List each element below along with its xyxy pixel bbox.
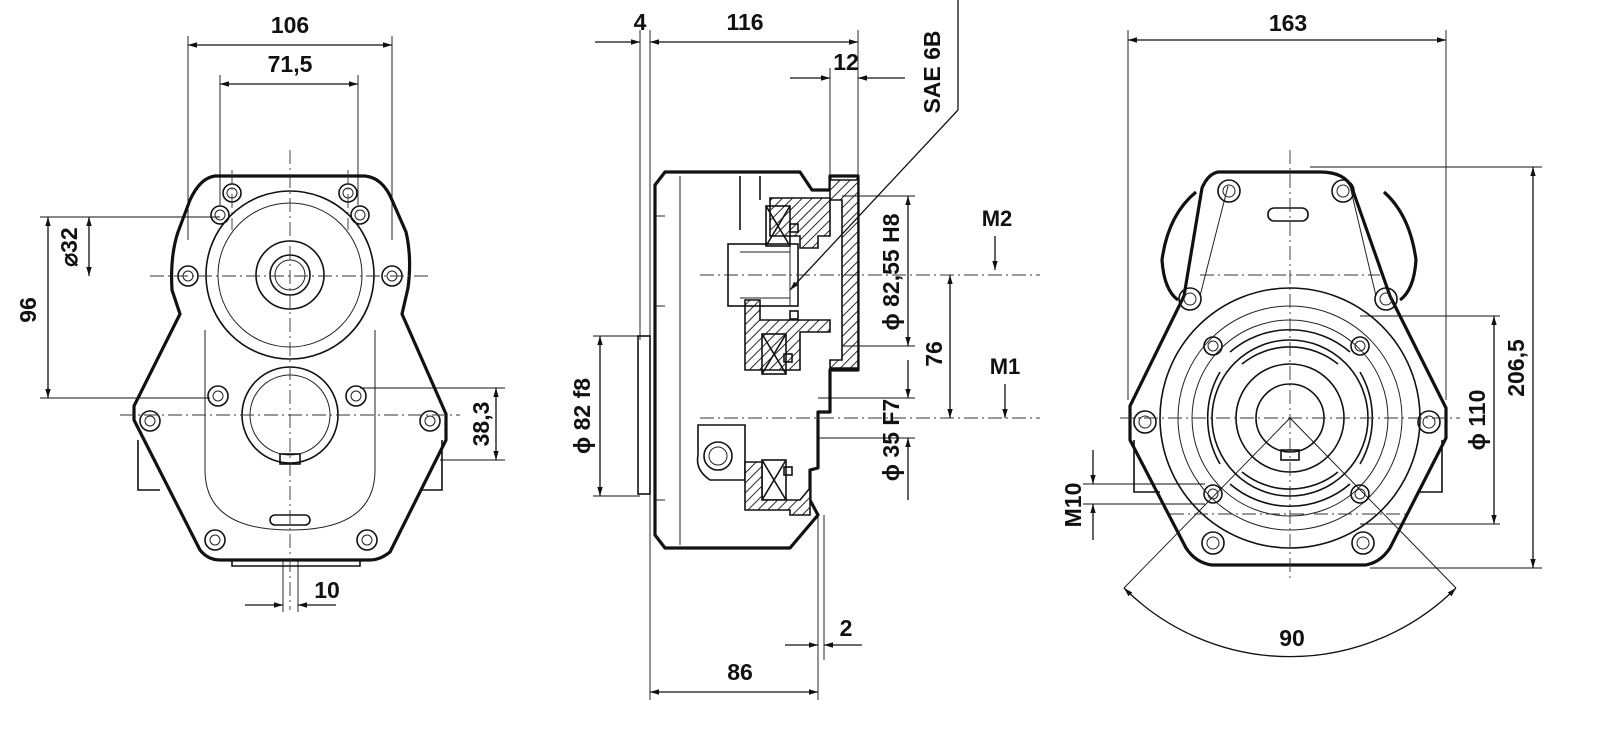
side-bearing-housing-upper	[769, 197, 831, 249]
front-slot-width-label: 10	[314, 577, 340, 603]
side-port-m1-label: M1	[990, 354, 1021, 379]
rear-side-lobe-right	[1382, 190, 1418, 302]
side-spigot-dia-label: ϕ 82 f8	[569, 378, 595, 454]
side-gap-label: 2	[840, 615, 853, 641]
side-flange-thk-label: 4	[634, 9, 647, 35]
rear-thread-label: M10	[1060, 483, 1086, 528]
side-pilot-dia-label: ϕ 82,55 H8	[878, 213, 904, 330]
front-width-holes-label: 71,5	[268, 51, 313, 77]
front-bottom-base	[231, 560, 361, 567]
side-view: 4 116 12 SAE 6B ϕ 82,55 H8 76 ϕ 82 f8 ϕ …	[569, 0, 1040, 700]
side-port	[703, 441, 733, 471]
front-lug-left	[137, 440, 160, 491]
rear-side-lobe-left	[1160, 190, 1198, 302]
rear-top-slot	[1267, 207, 1309, 222]
side-shaft-dia-label: ϕ 35 F7	[878, 399, 904, 481]
front-view: 106 71,5 ⌀32 96 38,3 10	[15, 12, 505, 612]
front-width-outer-label: 106	[271, 12, 309, 38]
front-flange-face	[205, 190, 375, 360]
side-mount-plate	[637, 335, 651, 495]
rear-window-left	[1206, 371, 1221, 465]
rear-window-bottom	[1229, 483, 1351, 507]
side-pilot-len-label: 12	[833, 49, 859, 75]
rear-height-outer-label: 206,5	[1503, 339, 1529, 397]
side-shaft	[727, 243, 799, 307]
front-housing-outline	[132, 174, 448, 562]
side-length-body-label: 86	[727, 659, 753, 685]
rear-width-outer-label: 163	[1269, 10, 1307, 36]
rear-bolt-circle-label: ϕ 110	[1464, 390, 1490, 451]
front-height-axes-label: 96	[15, 297, 41, 323]
side-mount-std-label: SAE 6B	[919, 30, 945, 113]
side-flange-section	[829, 179, 859, 369]
front-lug-right	[420, 440, 443, 491]
side-port-m2-label: M2	[982, 206, 1013, 231]
side-axis-dist-label: 76	[921, 341, 947, 367]
rear-bolt-holes	[1133, 179, 1441, 555]
front-offset-lower-label: 38,3	[468, 402, 494, 447]
front-bore-dia-label: ⌀32	[56, 227, 82, 266]
side-seal-section	[744, 299, 831, 371]
side-port-boss	[696, 424, 746, 481]
side-lower-section	[744, 461, 811, 516]
rear-view: 163 206,5 ϕ 110 M10 90	[1060, 10, 1542, 658]
rear-angle-label: 90	[1279, 625, 1305, 651]
front-bolt-holes	[139, 183, 441, 551]
side-length-total-label: 116	[726, 9, 763, 35]
